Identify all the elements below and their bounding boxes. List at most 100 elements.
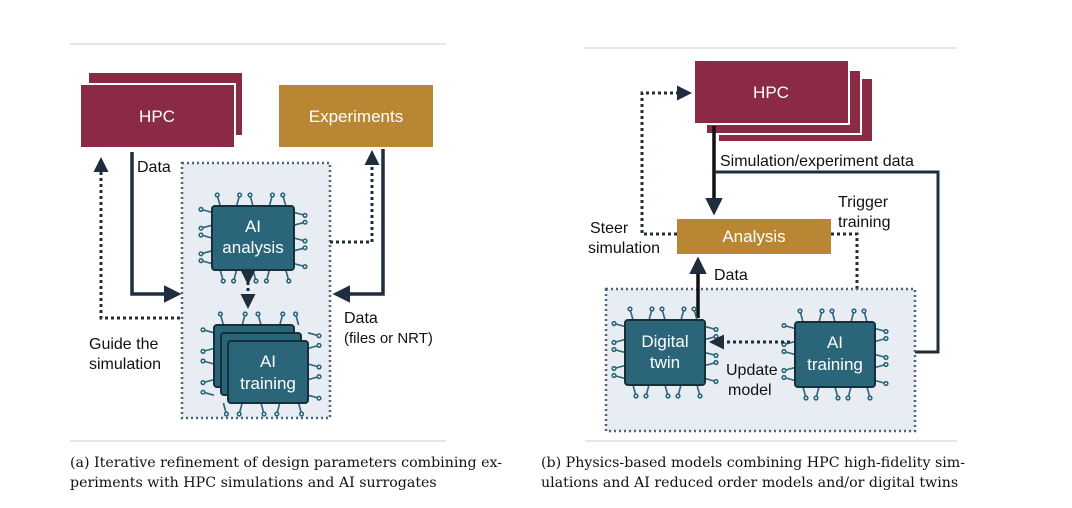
chip-pin-end <box>845 395 851 401</box>
chip-pin-end <box>293 311 299 317</box>
digital-twin-chip: Digital twin <box>611 306 719 399</box>
steer-label-1: Steer <box>590 220 629 237</box>
hpc-label-b: HPC <box>753 83 789 102</box>
chip-pin-end <box>611 320 617 327</box>
chip-pin-end <box>237 192 243 198</box>
chip-pin-end <box>797 308 803 314</box>
chip-pin-end <box>302 219 308 225</box>
sim-exp-data-label: Simulation/experiment data <box>720 153 914 170</box>
chip-pin-end <box>713 352 719 359</box>
caption-a-line1: (a) Iterative refinement of design param… <box>70 455 503 471</box>
panel-a: HPC Experiments Data AI analysis <box>70 43 446 442</box>
chip-pin-end <box>803 395 809 401</box>
chip-pin-end <box>200 389 206 395</box>
chip-pin-end <box>697 393 703 399</box>
experiments-label: Experiments <box>309 107 403 126</box>
chip-pin-end <box>255 311 261 317</box>
chip-pin-end <box>883 354 889 361</box>
chip-pin-end <box>713 378 719 385</box>
arrow-steer <box>640 85 692 236</box>
chip-pin-end <box>691 306 697 312</box>
chip-pin-end <box>633 393 639 399</box>
chip-pin-end <box>316 374 322 380</box>
chip-pin-end <box>627 306 633 312</box>
chip-pin-end <box>316 395 322 401</box>
chip-pin-end <box>675 393 681 399</box>
chip-pin-end <box>611 346 617 353</box>
chip-pin-end <box>813 395 819 401</box>
chip-pin-end <box>781 348 787 355</box>
chip-pin-end <box>220 278 226 284</box>
ai-training-b-line1: AI <box>827 333 843 352</box>
chip-pin-end <box>819 308 825 314</box>
arrow-analysis-experiments <box>330 150 380 244</box>
chip-pin-end <box>200 380 206 386</box>
chip-pin-end <box>269 192 276 198</box>
update-model-label-1: Update <box>726 362 778 379</box>
analysis-box: Analysis <box>677 219 831 254</box>
analysis-label: Analysis <box>722 227 785 246</box>
chip-pin-end <box>713 333 719 340</box>
trigger-label-2: training <box>838 214 890 231</box>
trigger-label-1: Trigger <box>838 194 889 211</box>
hpc-label-a: HPC <box>139 107 175 126</box>
digital-twin-line2: twin <box>650 353 680 372</box>
chip-pin-end <box>302 212 308 218</box>
chip-pin-end <box>200 358 206 364</box>
chip-pin-end <box>713 326 719 333</box>
chip-pin-end <box>611 339 617 346</box>
chip-pin-end <box>223 411 229 417</box>
chip-pin-end <box>883 361 889 368</box>
update-model-label-2: model <box>728 382 772 399</box>
chip-pin-end <box>867 395 873 401</box>
ai-training-a-line2: training <box>240 374 296 393</box>
chip-pin-end <box>713 359 719 366</box>
chip-pin-end <box>198 206 204 212</box>
chip-pin-end <box>231 278 237 284</box>
guide-label-2: simulation <box>89 356 161 373</box>
ai-analysis-chip: AI analysis <box>198 192 308 284</box>
chip-pin-end <box>299 411 305 417</box>
experiments-box: Experiments <box>279 85 433 147</box>
chip-pin-end <box>883 328 889 335</box>
chip-pin-end <box>261 411 267 417</box>
chip-pins-training-a <box>200 311 322 417</box>
panel-b: HPC Simulation/experiment data Analysis … <box>585 47 957 442</box>
arrow-guide-a <box>93 157 180 320</box>
chip-pin-end <box>883 380 889 387</box>
arrow-trigger <box>831 232 865 313</box>
caption-a: (a) Iterative refinement of design param… <box>70 453 502 493</box>
chip-pin-end <box>236 411 242 417</box>
hpc-box-a: HPC <box>79 71 244 149</box>
chip-pin-end <box>253 278 259 284</box>
chip-pin-end <box>247 192 253 198</box>
chip-pin-end <box>781 322 787 329</box>
chip-pin-end <box>274 411 280 417</box>
chip-pin-end <box>302 245 308 251</box>
chip-pin-end <box>316 364 322 370</box>
chip-pins-analysis <box>198 192 308 284</box>
chip-pin-end <box>286 278 292 284</box>
caption-b: (b) Physics-based models combining HPC h… <box>541 453 965 493</box>
chip-pin-end <box>217 311 223 317</box>
chip-pins-training-b <box>781 308 889 401</box>
chip-pin-end <box>316 333 322 339</box>
chip-pin-end <box>242 311 248 317</box>
data-files-label-2: (files or NRT) <box>344 330 433 347</box>
chip-pin-end <box>280 311 286 317</box>
caption-b-line1: (b) Physics-based models combining HPC h… <box>541 455 966 471</box>
guide-label-1: Guide the <box>89 336 158 353</box>
chip-pin-end <box>835 395 841 401</box>
chip-pin-end <box>883 335 889 342</box>
chip-pin-end <box>611 365 617 372</box>
chip-pin-end <box>611 372 617 379</box>
chip-pin-end <box>316 342 322 349</box>
chip-pin-end <box>781 374 787 381</box>
digital-twin-line1: Digital <box>641 332 688 351</box>
chip-pin-end <box>198 251 204 257</box>
data-label-a: Data <box>137 159 171 176</box>
chip-pin-end <box>781 367 787 374</box>
chip-pin-end <box>198 258 204 264</box>
steer-label-2: simulation <box>588 240 660 257</box>
